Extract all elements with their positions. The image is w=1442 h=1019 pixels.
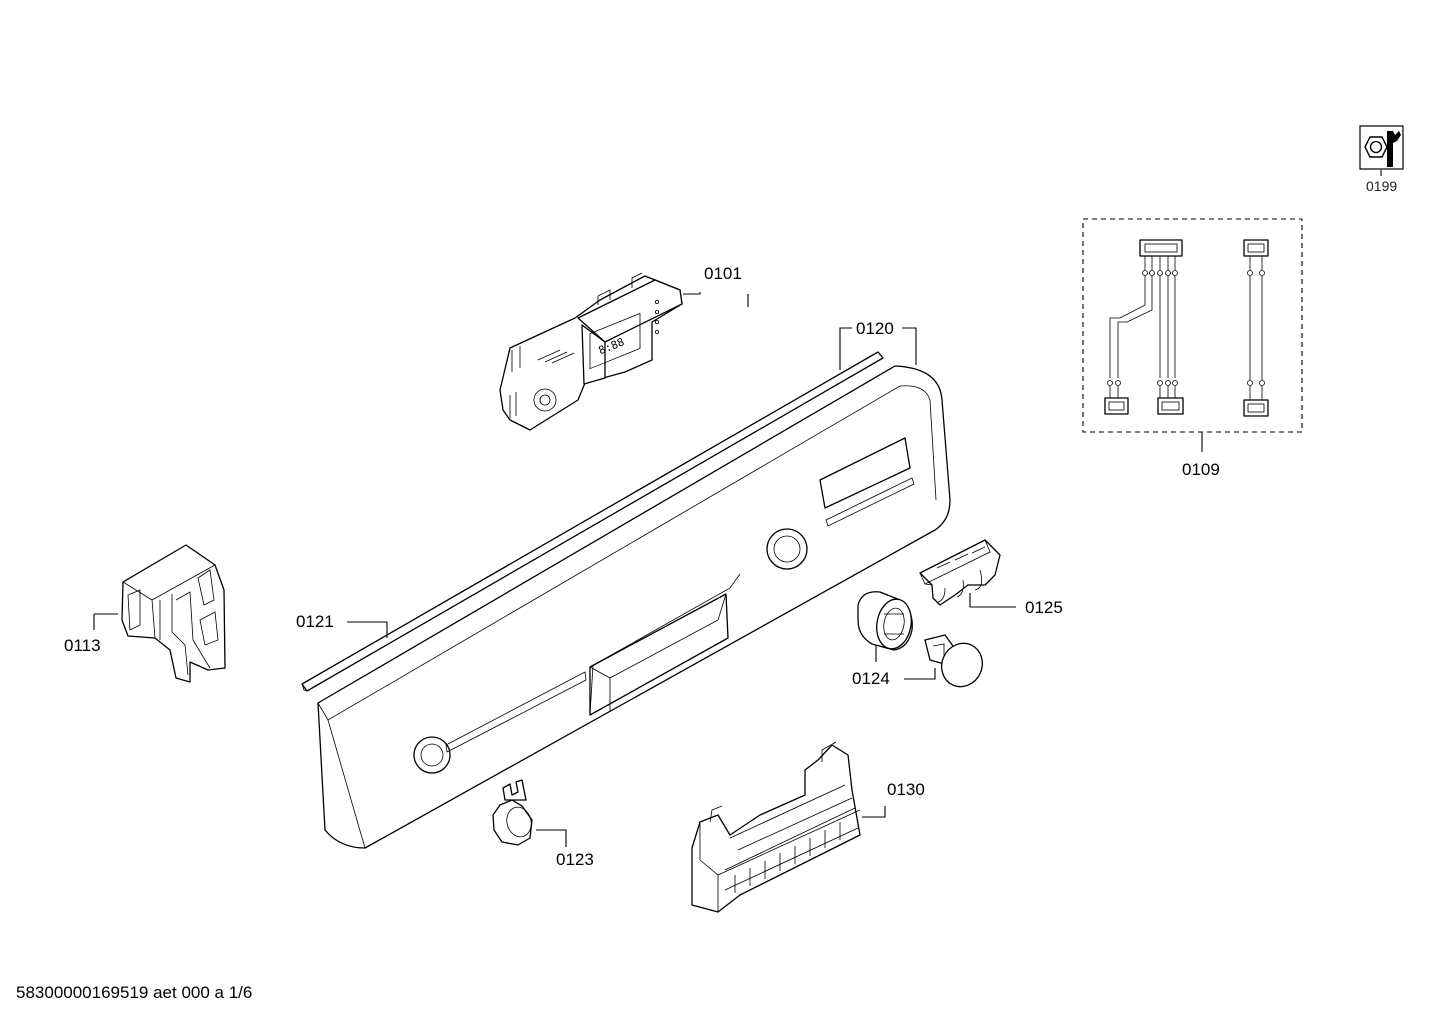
leader-0121 [347, 621, 388, 638]
callout-0130[interactable]: 0130 [887, 780, 925, 799]
callout-0123[interactable]: 0123 [556, 850, 594, 869]
callout-0199[interactable]: 0199 [1366, 178, 1398, 194]
callout-0109[interactable]: 0109 [1182, 460, 1220, 479]
callout-0120[interactable]: 0120 [856, 319, 894, 338]
part-0125-push-buttons[interactable] [919, 539, 1001, 606]
leader-0101 [683, 292, 749, 307]
leader-0120 [839, 327, 917, 370]
part-0121-trim-strip[interactable] [301, 351, 884, 692]
leader-0125 [969, 593, 1016, 608]
callout-0101[interactable]: 0101 [704, 264, 742, 283]
leader-0124 [875, 645, 936, 680]
leader-0123 [536, 829, 567, 847]
part-0124-knob[interactable] [857, 591, 989, 694]
part-0123-button-cap[interactable] [492, 779, 534, 846]
document-footer-code: 58300000169519 aet 000 a 1/6 [16, 983, 253, 1002]
part-0120-control-panel[interactable] [317, 365, 951, 849]
part-0109-wiring-harness[interactable] [1082, 218, 1303, 433]
part-0101-control-module[interactable]: 8:88 [499, 272, 683, 431]
leader-0130 [862, 806, 886, 818]
wrench-nut-icon[interactable] [1359, 125, 1404, 170]
leader-0113 [93, 613, 118, 630]
callout-0124[interactable]: 0124 [852, 669, 890, 688]
callout-0125[interactable]: 0125 [1025, 598, 1063, 617]
part-0113-switch-unit[interactable] [121, 544, 226, 683]
callout-0113[interactable]: 0113 [64, 636, 101, 655]
part-0130-bracket[interactable] [691, 741, 861, 913]
callout-0121[interactable]: 0121 [296, 612, 334, 631]
